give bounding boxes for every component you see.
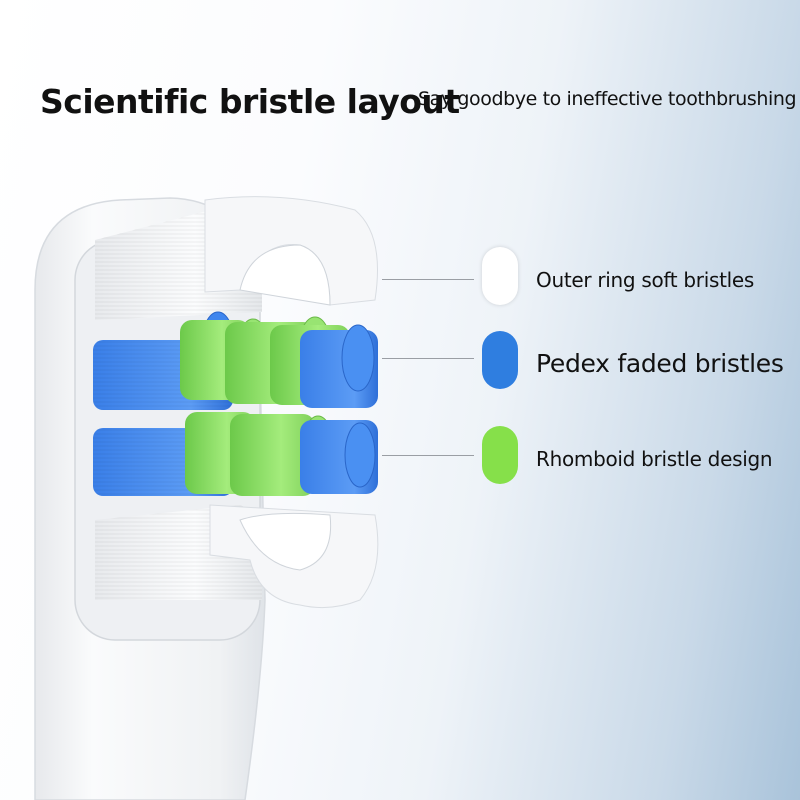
page-title: Scientific bristle layout — [40, 82, 460, 121]
legend-label-outer: Outer ring soft bristles — [536, 268, 755, 292]
page-subtitle: Say goodbye to ineffective toothbrushing — [418, 88, 797, 110]
outer-ring-swatch — [482, 247, 518, 305]
pedex-swatch — [482, 331, 518, 389]
lower-bristle-row — [93, 412, 378, 496]
callout-line-outer — [382, 279, 474, 280]
legend-label-rhomboid: Rhomboid bristle design — [536, 447, 773, 471]
legend-label-pedex: Pedex faded bristles — [536, 349, 784, 378]
outer-soft-bristles-bottom — [95, 504, 379, 609]
outer-soft-bristles-top — [95, 196, 378, 320]
callout-line-rhomboid — [382, 455, 474, 456]
callout-line-pedex — [382, 358, 474, 359]
rhomboid-swatch — [482, 426, 518, 484]
upper-bristle-row — [93, 311, 378, 410]
